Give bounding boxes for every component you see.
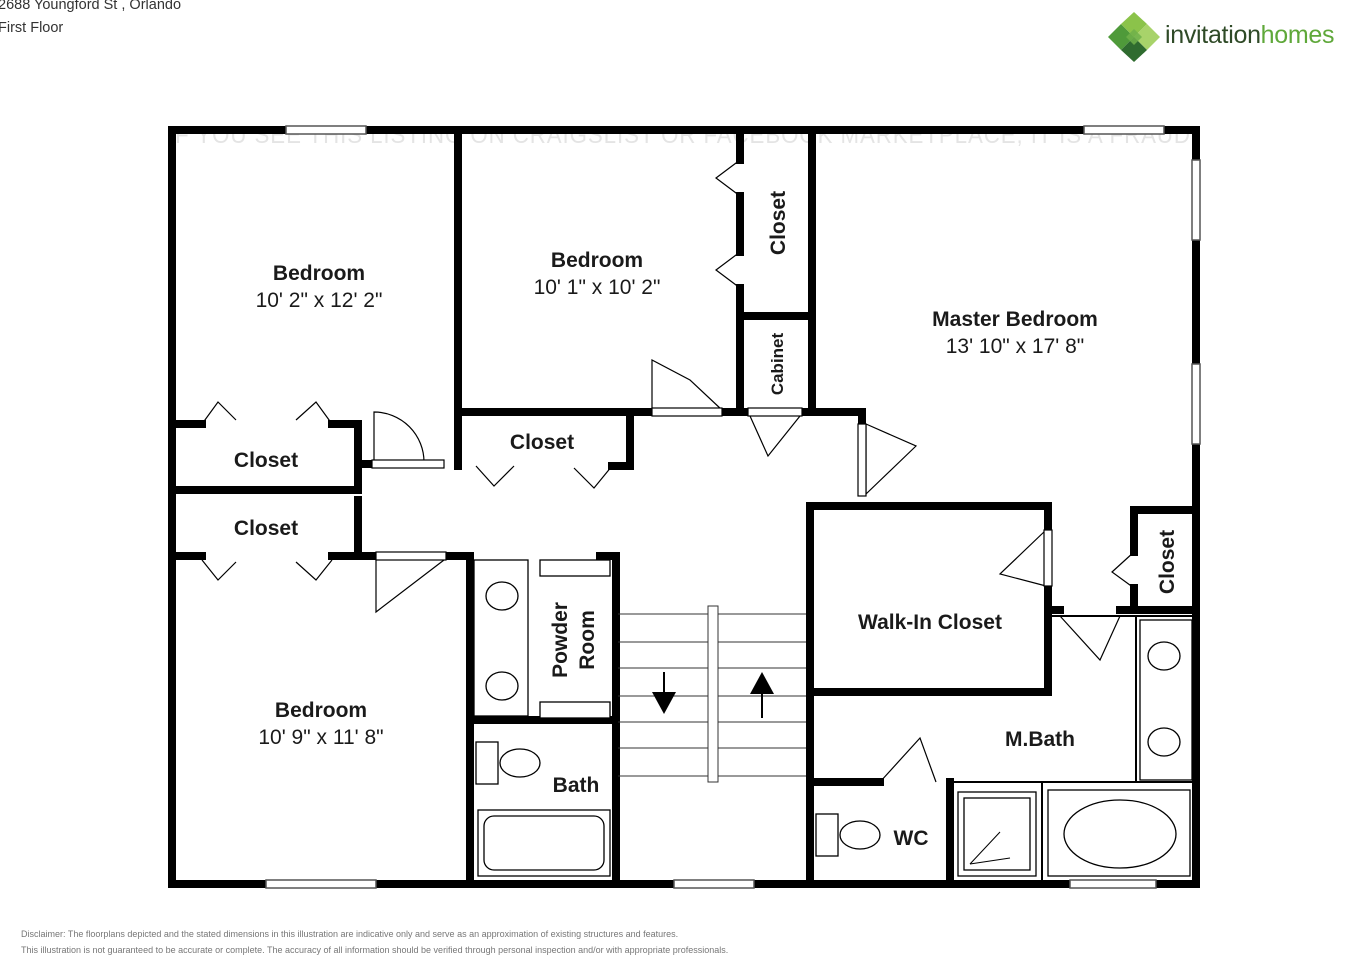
bedroom3-dims: 10' 9" x 11' 8" bbox=[258, 726, 383, 749]
master-bedroom-dims: 13' 10" x 17' 8" bbox=[946, 335, 1085, 358]
bath-label: Bath bbox=[553, 774, 600, 797]
bedroom1-name: Bedroom bbox=[273, 262, 365, 285]
disclaimer-line1: Disclaimer: The floorplans depicted and … bbox=[21, 929, 679, 939]
brand-name-part2: homes bbox=[1260, 21, 1335, 49]
windows bbox=[265, 125, 1201, 889]
bedroom2-name: Bedroom bbox=[551, 249, 643, 272]
powder-room-label-line2: Room bbox=[576, 610, 599, 670]
closet-label-1: Closet bbox=[234, 449, 298, 472]
shower-drain-icon bbox=[969, 831, 1011, 865]
master-bedroom-name: Master Bedroom bbox=[932, 308, 1098, 331]
walls bbox=[168, 126, 1200, 888]
master-bath-label: M.Bath bbox=[1005, 728, 1075, 751]
logo-mark-icon bbox=[1108, 12, 1160, 62]
stair-arrow-up-icon bbox=[750, 672, 774, 718]
fixtures bbox=[473, 559, 1193, 877]
brand-logo: invitationhomes bbox=[1104, 10, 1354, 64]
bedroom2-dims: 10' 1" x 10' 2" bbox=[534, 276, 661, 299]
closet-label-3: Closet bbox=[510, 431, 574, 454]
closet-label-4: Closet bbox=[767, 191, 790, 255]
powder-room-label-line1: Powder bbox=[549, 602, 572, 678]
property-address: 2688 Youngford St , Orlando bbox=[0, 0, 182, 13]
staircase bbox=[618, 605, 806, 783]
bedroom3-name: Bedroom bbox=[275, 699, 367, 722]
door-swings bbox=[201, 159, 1135, 783]
bedroom1-dims: 10' 2" x 12' 2" bbox=[256, 289, 383, 312]
closet-label-2: Closet bbox=[234, 517, 298, 540]
disclaimer-line2: This illustration is not guaranteed to b… bbox=[21, 945, 729, 955]
floor-label: First Floor bbox=[0, 20, 64, 36]
thin-partitions bbox=[952, 615, 1196, 884]
wc-label: WC bbox=[894, 827, 929, 850]
walkin-closet-label: Walk-In Closet bbox=[858, 611, 1002, 634]
closet-label-5: Closet bbox=[1156, 530, 1179, 594]
brand-name-part1: invitation bbox=[1165, 21, 1261, 49]
cabinet-label: Cabinet bbox=[768, 332, 787, 395]
stair-arrow-down-icon bbox=[652, 672, 676, 714]
